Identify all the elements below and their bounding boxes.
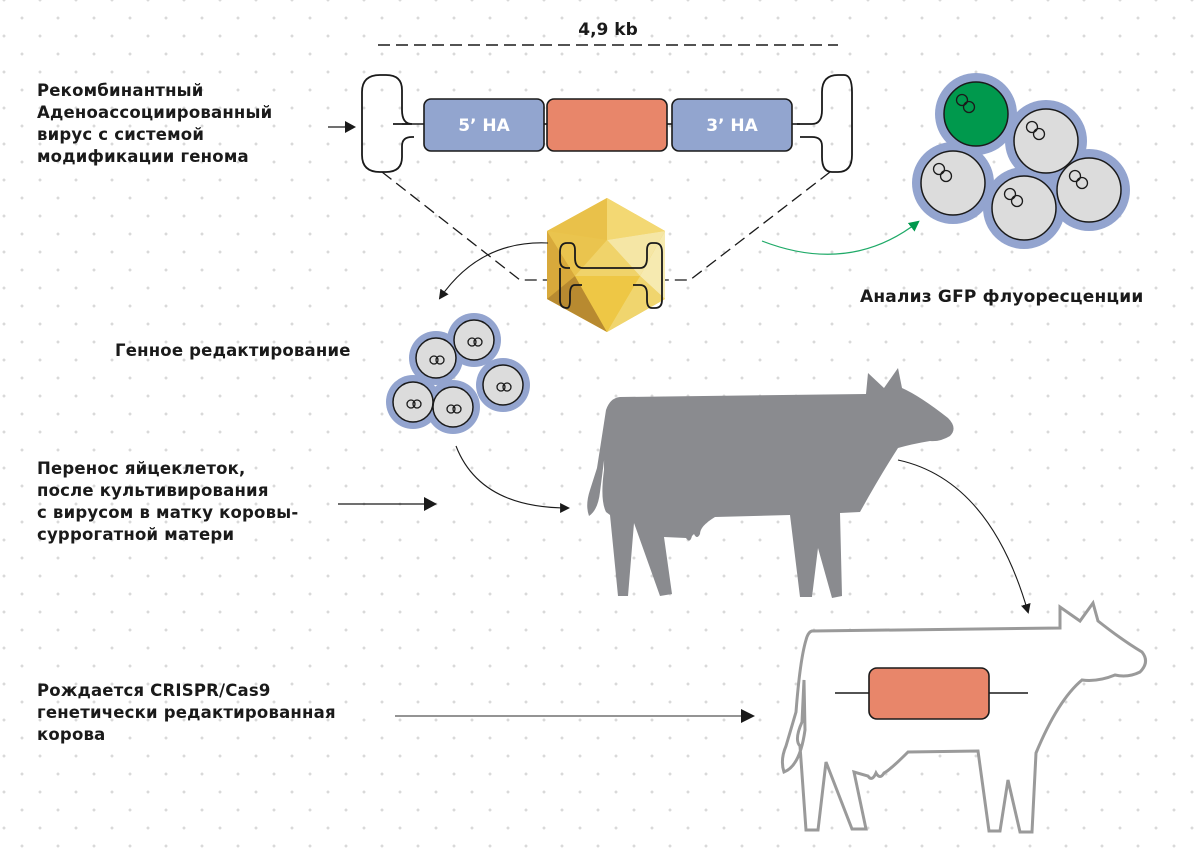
gene-editing-label: Генное редактирование xyxy=(115,340,351,362)
arrow-to-gfp xyxy=(761,220,920,255)
pronucleus xyxy=(473,337,483,347)
construct-segment-label: 5’ HA xyxy=(458,116,510,136)
transfer-label-line: Перенос яйцеклеток, xyxy=(37,459,246,478)
aav-label-line: вирус с системой xyxy=(37,125,205,144)
gfp-analysis-text: Анализ GFP флуоресценции xyxy=(860,287,1144,307)
transfer-label-line: суррогатной матери xyxy=(37,525,235,544)
aav-label-line: Аденоассоциированный xyxy=(37,103,273,122)
pronucleus xyxy=(1032,127,1046,141)
projection-line-left xyxy=(381,171,552,281)
construct-segment xyxy=(671,98,793,152)
born-label-line: генетически редактированная xyxy=(37,703,336,722)
transfer-label-line: с вирусом в матку коровы- xyxy=(37,503,299,522)
construct-segment xyxy=(546,98,668,152)
pronucleus xyxy=(502,382,512,392)
construct-segment xyxy=(423,98,545,152)
pronucleus xyxy=(1003,187,1017,201)
pronucleus xyxy=(955,93,969,107)
pronucleus xyxy=(939,169,953,183)
pronucleus xyxy=(446,404,456,414)
pronucleus xyxy=(1025,120,1039,134)
pronucleus xyxy=(496,382,506,392)
aav-label: Рекомбинантный Аденоассоциированный виру… xyxy=(37,80,272,168)
pronucleus xyxy=(452,404,462,414)
pronucleus xyxy=(1010,194,1024,208)
born-label-line: корова xyxy=(37,725,106,744)
pronucleus xyxy=(467,337,477,347)
pronucleus xyxy=(435,355,445,365)
arrow-to-editing xyxy=(438,242,549,300)
aav-label-line: модификации генома xyxy=(37,147,249,166)
cell xyxy=(1056,157,1122,223)
cell xyxy=(920,150,986,216)
aav-label-line: Рекомбинантный xyxy=(37,81,204,100)
construct-segment-label: 3’ HA xyxy=(706,116,758,136)
edited-cow-label: Рождается CRISPR/Cas9 генетически редакт… xyxy=(37,680,336,746)
surrogate-cow-icon xyxy=(587,368,954,598)
donor-construct: 5’ HA 3’ HA xyxy=(423,98,800,152)
pronucleus xyxy=(412,399,422,409)
gene-editing-text: Генное редактирование xyxy=(115,341,351,360)
pronucleus xyxy=(1075,176,1089,190)
pronucleus xyxy=(932,162,946,176)
edited-gene-insert xyxy=(868,667,990,720)
edited-cell-cluster-icon xyxy=(386,313,530,434)
cell xyxy=(991,175,1057,241)
born-label-line: Рождается CRISPR/Cas9 xyxy=(37,681,271,700)
itr-right-icon xyxy=(797,74,853,173)
gfp-positive-cell xyxy=(943,81,1009,147)
pronucleus xyxy=(406,399,416,409)
arrow-to-surrogate xyxy=(455,445,570,513)
arrow-to-edited-cow xyxy=(897,459,1031,614)
pronucleus xyxy=(429,355,439,365)
aav-arrow-head xyxy=(345,121,356,133)
gfp-cell-cluster-icon xyxy=(912,73,1130,249)
born-arrow-head xyxy=(741,709,755,723)
projection-line-right xyxy=(665,171,831,281)
gfp-analysis-label: Анализ GFP флуоресценции xyxy=(860,286,1143,308)
transfer-arrow-head xyxy=(424,497,437,511)
cell xyxy=(1013,108,1079,174)
size-scale-label: 4,9 kb xyxy=(578,20,638,40)
itr-left-icon xyxy=(361,74,414,173)
pronucleus xyxy=(962,100,976,114)
aav-capsid-icon xyxy=(547,198,665,332)
transfer-label-line: после культивирования xyxy=(37,481,269,500)
pronucleus xyxy=(1068,169,1082,183)
embryo-transfer-label: Перенос яйцеклеток, после культивировани… xyxy=(37,458,298,546)
